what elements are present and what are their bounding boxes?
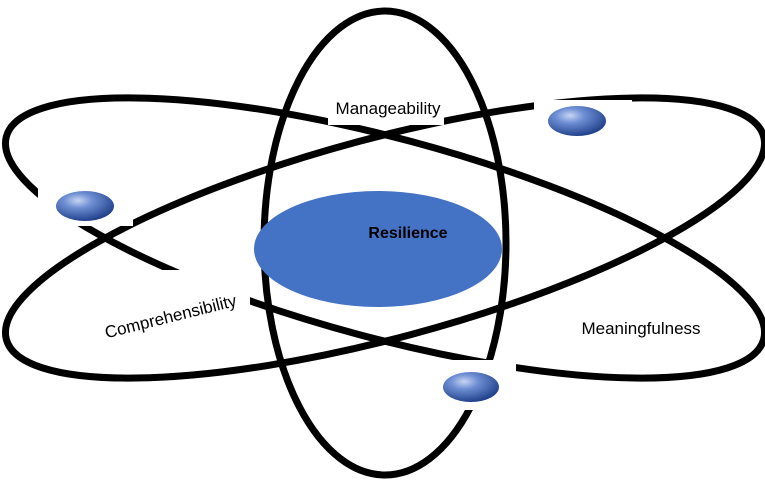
orbit-gap-label-top (328, 83, 444, 125)
label-meaningfulness: Meaningfulness (581, 319, 700, 338)
electron-right (548, 106, 606, 136)
electron-bottom (443, 372, 499, 402)
center-label: Resilience (368, 225, 447, 242)
label-manageability: Manageability (336, 99, 441, 118)
electron-left (56, 191, 114, 221)
orbit-descending (1, 94, 765, 382)
orbit-ascending (1, 94, 765, 382)
nucleus (254, 191, 502, 307)
orbit-gap-label-right (570, 311, 716, 347)
orbit-gap-label-left (98, 270, 250, 358)
